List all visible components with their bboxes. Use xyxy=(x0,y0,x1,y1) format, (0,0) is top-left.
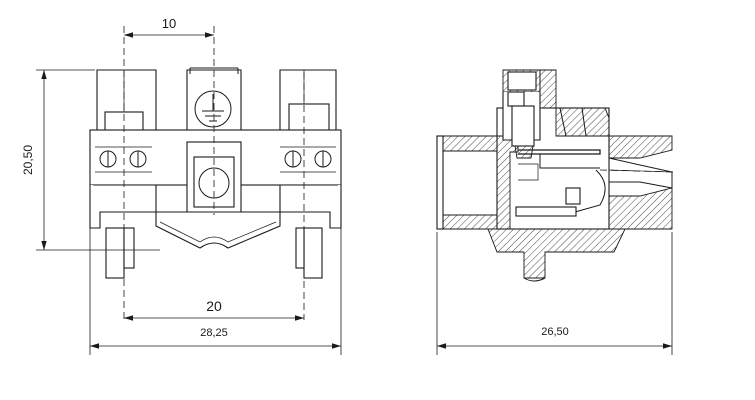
front-view: 10 20,50 20 28,25 xyxy=(21,16,342,355)
dim-outer-pin-spacing: 20 xyxy=(124,298,304,321)
contact-spring xyxy=(515,149,606,217)
left-terminal-tower xyxy=(96,69,157,133)
terminal-body xyxy=(89,129,342,249)
top-screw-cap xyxy=(502,69,557,159)
slotted-screw-icon xyxy=(129,150,147,168)
side-section-view: 26,50 xyxy=(436,69,676,355)
slotted-screw-icon xyxy=(314,150,332,168)
bottom-pin xyxy=(487,228,626,279)
housing-shell-top xyxy=(437,135,498,152)
top-chamfer-block xyxy=(555,107,610,137)
dim-front-width: 28,25 xyxy=(89,190,342,355)
dim-height: 20,50 xyxy=(21,69,160,251)
housing-shell-bottom xyxy=(436,214,498,230)
screw-heads xyxy=(95,146,336,173)
contact-pins xyxy=(105,227,323,279)
slotted-screw-icon xyxy=(284,150,302,168)
slotted-screw-icon xyxy=(99,150,117,168)
protective-earth-icon xyxy=(202,94,224,122)
dim-side-width-label: 26,50 xyxy=(541,326,569,338)
dim-pin-pitch: 10 xyxy=(124,16,214,38)
dim-pin-pitch-label: 10 xyxy=(162,16,176,31)
dim-outer-pin-spacing-label: 20 xyxy=(206,298,222,314)
housing-nose xyxy=(608,135,673,159)
dim-front-width-label: 28,25 xyxy=(200,327,228,339)
dim-side-width: 26,50 xyxy=(436,232,673,355)
dim-height-label: 20,50 xyxy=(21,145,35,175)
right-terminal-tower xyxy=(279,69,337,133)
